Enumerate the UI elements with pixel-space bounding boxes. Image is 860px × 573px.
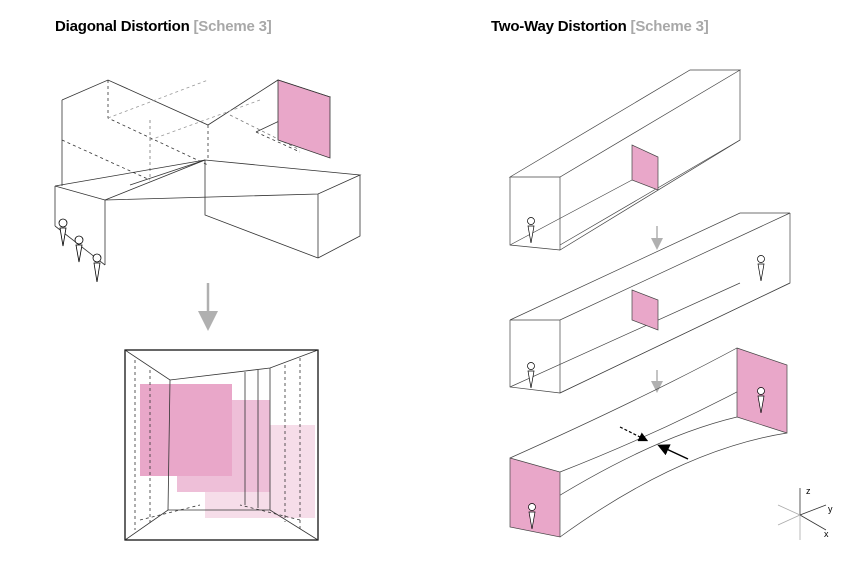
right-panel-title: Two-Way Distortion [Scheme 3]	[491, 18, 709, 35]
distortion-box-1	[508, 69, 742, 251]
perspective-frame-view	[124, 349, 319, 541]
distortion-box-2	[509, 212, 791, 394]
left-title-text: Diagonal Distortion	[55, 18, 190, 35]
distortion-box-3	[509, 347, 788, 538]
axis-z-label: z	[806, 486, 811, 496]
solid-arrow	[657, 444, 689, 460]
cross-shape-diagram	[54, 79, 362, 283]
axis-indicator	[777, 488, 827, 540]
axis-y-label: y	[828, 504, 833, 514]
left-scheme-label: [Scheme 3]	[193, 18, 272, 35]
axis-x-label: x	[824, 529, 829, 539]
dashed-arrow	[619, 426, 649, 442]
person-figures-left	[58, 218, 102, 283]
left-panel-title: Diagonal Distortion [Scheme 3]	[55, 18, 272, 35]
right-scheme-label: [Scheme 3]	[630, 18, 709, 35]
right-title-text: Two-Way Distortion	[491, 18, 627, 35]
